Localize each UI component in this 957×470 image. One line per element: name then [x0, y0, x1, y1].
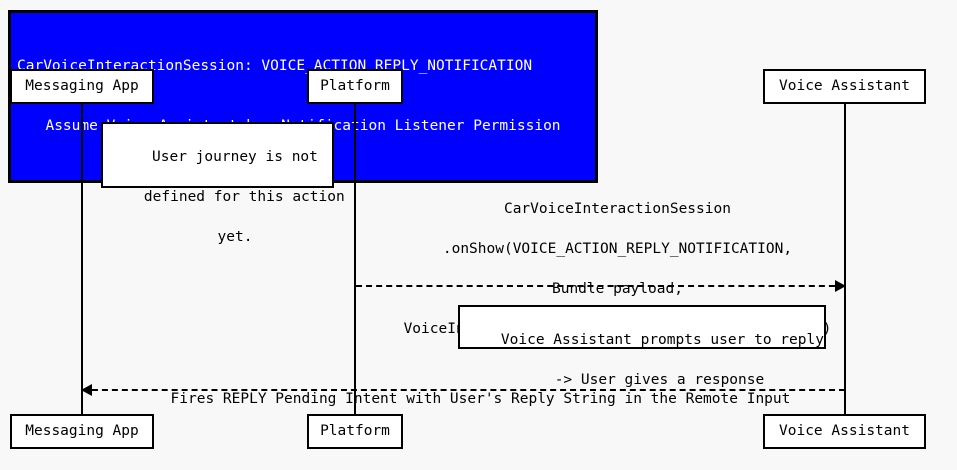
participant-label: Platform [320, 78, 390, 95]
message-line-1: Fires REPLY Pending Intent with User's R… [170, 391, 791, 407]
participant-top-messaging-app[interactable]: Messaging App [10, 69, 154, 104]
lifeline-platform [354, 104, 356, 414]
message-line-1: CarVoiceInteractionSession [503, 201, 731, 217]
participant-bottom-platform[interactable]: Platform [307, 414, 403, 449]
lifeline-voice-assistant [844, 104, 846, 414]
message-arrow-onshow [356, 280, 846, 292]
arrow-head-right-icon [835, 280, 846, 292]
message-arrow-reply-intent [81, 384, 845, 396]
note-line-2: defined for this action [143, 189, 345, 205]
note-line-2: -> User gives a response [554, 372, 765, 388]
participant-label: Platform [320, 423, 390, 440]
participant-label: Voice Assistant [779, 78, 910, 95]
participant-top-voice-assistant[interactable]: Voice Assistant [763, 69, 926, 104]
participant-label: Messaging App [25, 423, 139, 440]
participant-label: Voice Assistant [779, 423, 910, 440]
arrow-line [356, 285, 845, 287]
note-line-1: User journey is not [152, 149, 318, 165]
participant-label: Messaging App [25, 78, 139, 95]
arrow-line [82, 389, 845, 391]
lifeline-messaging-app [81, 104, 83, 414]
note-line-3: yet. [217, 229, 253, 245]
note-voice-prompt: Voice Assistant prompts user to reply ->… [458, 305, 826, 388]
note-line-1: Voice Assistant prompts user to reply [500, 332, 824, 348]
participant-bottom-voice-assistant[interactable]: Voice Assistant [763, 414, 926, 449]
arrow-head-left-icon [81, 384, 92, 396]
participant-bottom-messaging-app[interactable]: Messaging App [10, 414, 154, 449]
participant-top-platform[interactable]: Platform [307, 69, 403, 104]
message-line-2: .onShow(VOICE_ACTION_REPLY_NOTIFICATION, [442, 241, 793, 257]
message-label-reply-intent: Fires REPLY Pending Intent with User's R… [82, 369, 844, 429]
note-user-journey: User journey is not defined for this act… [101, 122, 345, 245]
